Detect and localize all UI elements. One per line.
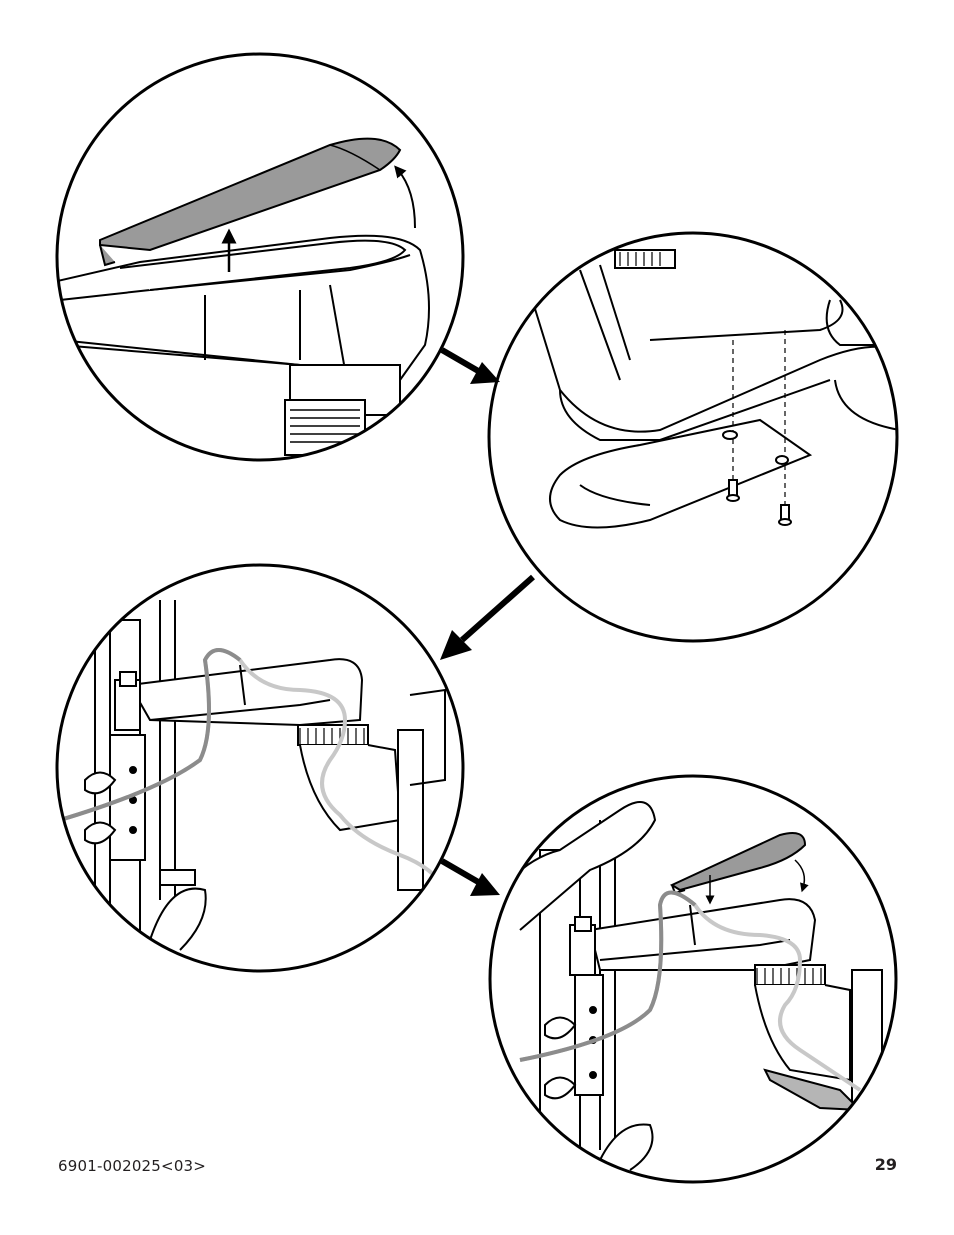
step-arrows (440, 350, 533, 896)
figure-cable-cover-screws (489, 233, 900, 641)
document-part-number: 6901-002025<03> (58, 1157, 206, 1175)
arrow-icon (442, 350, 500, 384)
arrow-icon (442, 861, 500, 896)
arrow-icon (440, 577, 533, 660)
figure-route-cable (57, 565, 463, 971)
figure-replace-cover (490, 776, 896, 1182)
figure-remove-cover (40, 54, 463, 460)
page-number: 29 (875, 1155, 897, 1174)
